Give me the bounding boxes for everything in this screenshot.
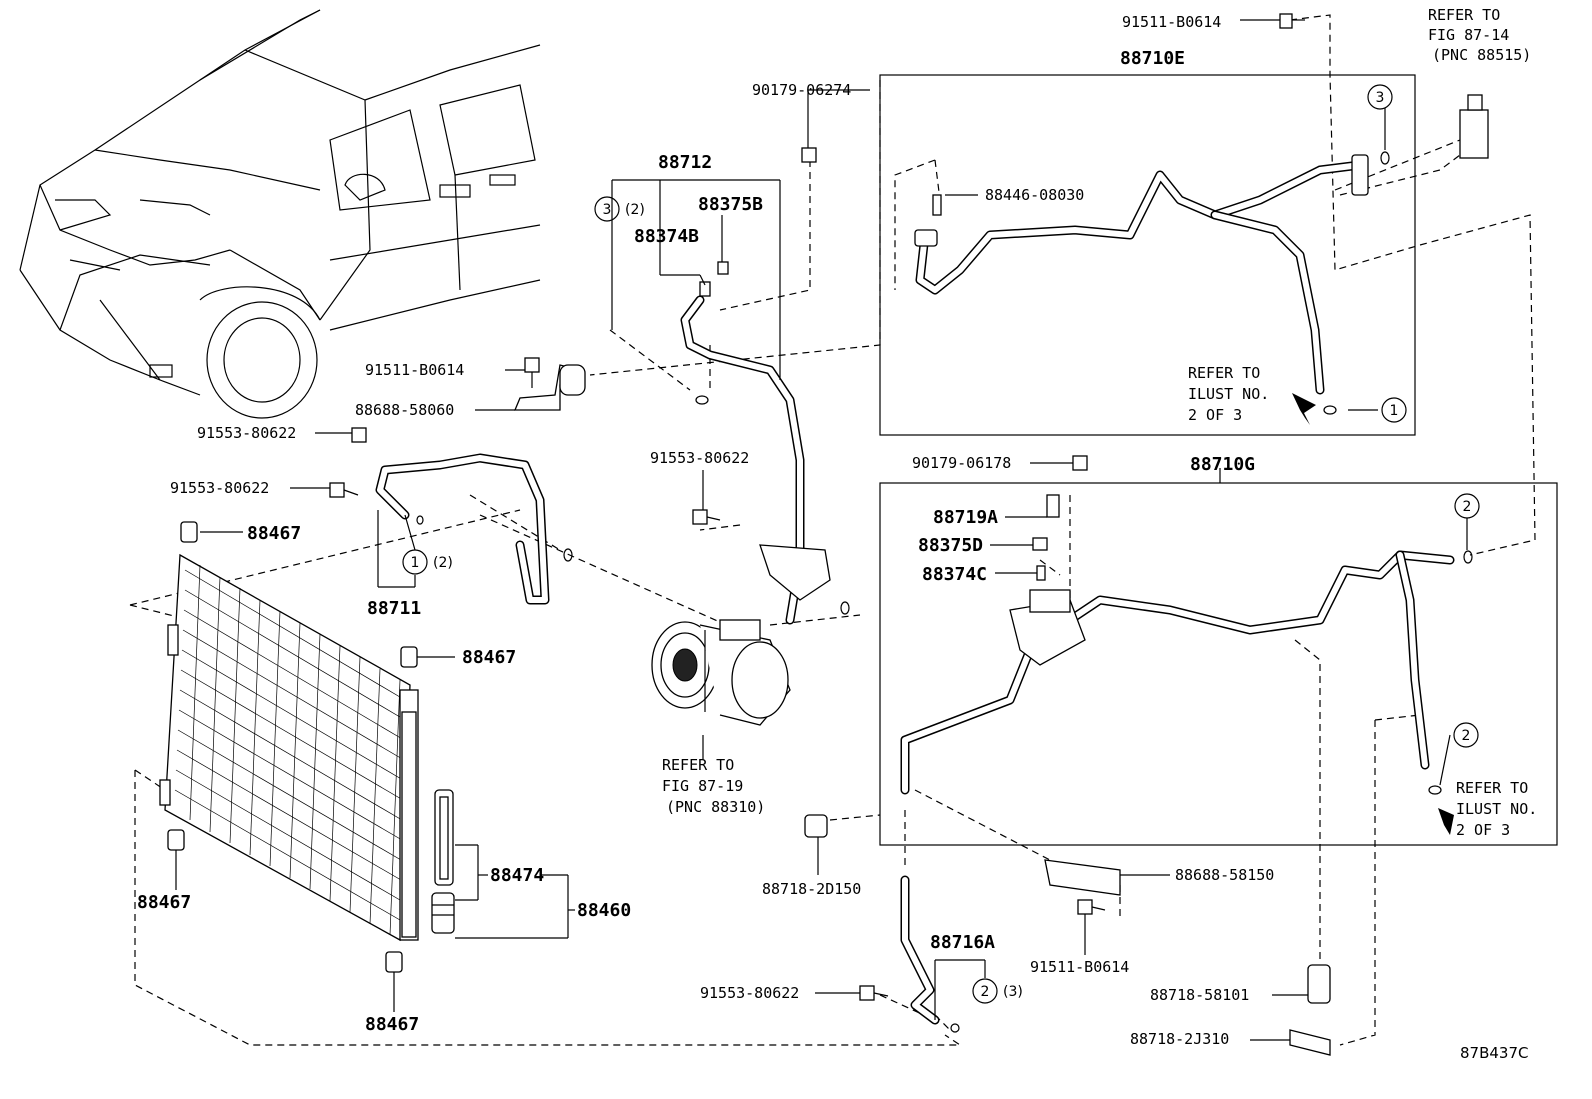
label-91511-top: 91511-B0614 (1122, 13, 1221, 31)
label-refer-ilust-top-l1: REFER TO (1188, 364, 1260, 382)
label-88710E: 88710E (1120, 48, 1185, 69)
box-88710E (879, 74, 1416, 436)
box-88710G (879, 482, 1558, 846)
pipes (375, 154, 1455, 1025)
label-refer-ilust-bottom-l2: ILUST NO. (1456, 800, 1537, 818)
label-refer-fig-87-14-l1: REFER TO (1428, 6, 1500, 24)
callout-2-top (1454, 493, 1480, 519)
svg-text:3: 3 (603, 202, 612, 218)
callout-2-mid (1453, 722, 1479, 748)
label-refer-ilust-top-l2: ILUST NO. (1188, 385, 1269, 403)
label-leaders (175, 19, 1468, 1041)
label-88711: 88711 (367, 598, 421, 619)
arrows (1292, 393, 1454, 835)
label-91511-left: 91511-B0614 (365, 361, 464, 379)
label-circle3-qty: (2) (625, 202, 645, 218)
label-91553-b: 91553-80622 (170, 479, 269, 497)
label-88688-58150: 88688-58150 (1175, 866, 1274, 884)
label-refer-fig-87-19-l3: (PNC 88310) (666, 798, 765, 816)
label-88719A: 88719A (933, 507, 998, 528)
svg-text:2: 2 (981, 984, 990, 1000)
svg-text:1: 1 (411, 555, 420, 571)
label-refer-ilust-top-l3: 2 OF 3 (1188, 406, 1242, 424)
label-88716A: 88716A (930, 932, 995, 953)
label-88374C: 88374C (922, 564, 987, 585)
label-88375D: 88375D (918, 535, 983, 556)
label-88467-a: 88467 (247, 523, 301, 544)
label-88467-b: 88467 (462, 647, 516, 668)
label-88718-58101: 88718-58101 (1150, 986, 1249, 1004)
label-90179-06178: 90179-06178 (912, 454, 1011, 472)
callout-3-compressor (594, 196, 620, 222)
label-91553-c: 91553-80622 (650, 449, 749, 467)
label-91511-bottom: 91511-B0614 (1030, 958, 1129, 976)
svg-text:2: 2 (1462, 728, 1471, 744)
callout-1-88711 (402, 549, 428, 575)
label-refer-fig-87-14-l3: (PNC 88515) (1432, 46, 1531, 64)
label-refer-ilust-bottom-l3: 2 OF 3 (1456, 821, 1510, 839)
label-refer-fig-87-19-l1: REFER TO (662, 756, 734, 774)
small-parts (329, 13, 1489, 1056)
label-circle1-qty: (2) (433, 555, 453, 571)
vehicle-illustration (19, 9, 541, 419)
label-88718-2J310: 88718-2J310 (1130, 1030, 1229, 1048)
label-refer-fig-87-19-l2: FIG 87-19 (662, 777, 743, 795)
svg-text:2: 2 (1463, 499, 1472, 515)
label-refer-ilust-bottom-l1: REFER TO (1456, 779, 1528, 797)
label-88688-58060: 88688-58060 (355, 401, 454, 419)
callout-1-88710E (1381, 397, 1407, 423)
label-circle2-qty: (3) (1003, 984, 1023, 1000)
label-88375B: 88375B (698, 194, 763, 215)
label-88460: 88460 (577, 900, 631, 921)
label-90179-06274: 90179-06274 (752, 81, 851, 99)
label-refer-fig-87-14-l2: FIG 87-14 (1428, 26, 1509, 44)
label-88718-2D150: 88718-2D150 (762, 880, 861, 898)
callout-3-valve (1367, 84, 1393, 110)
svg-text:3: 3 (1376, 90, 1385, 106)
label-88467-c: 88467 (137, 892, 191, 913)
diagram-id: 87B437C (1460, 1044, 1528, 1062)
label-91553-a: 91553-80622 (197, 424, 296, 442)
label-88374B: 88374B (634, 226, 699, 247)
callout-circles: 3 3 1 1 2 2 2 (402, 84, 1480, 1004)
label-88474: 88474 (490, 865, 544, 886)
label-91553-d: 91553-80622 (700, 984, 799, 1002)
label-88467-d: 88467 (365, 1014, 419, 1035)
compressor (651, 619, 791, 726)
part-labels: 91511-B0614 REFER TO FIG 87-14 (PNC 8851… (137, 6, 1537, 1062)
label-88710G: 88710G (1190, 454, 1255, 475)
callout-2-88716A (972, 978, 998, 1004)
condenser-assembly (159, 553, 455, 942)
label-88712: 88712 (658, 152, 712, 173)
label-88446-08030: 88446-08030 (985, 186, 1084, 204)
svg-text:1: 1 (1390, 403, 1399, 419)
